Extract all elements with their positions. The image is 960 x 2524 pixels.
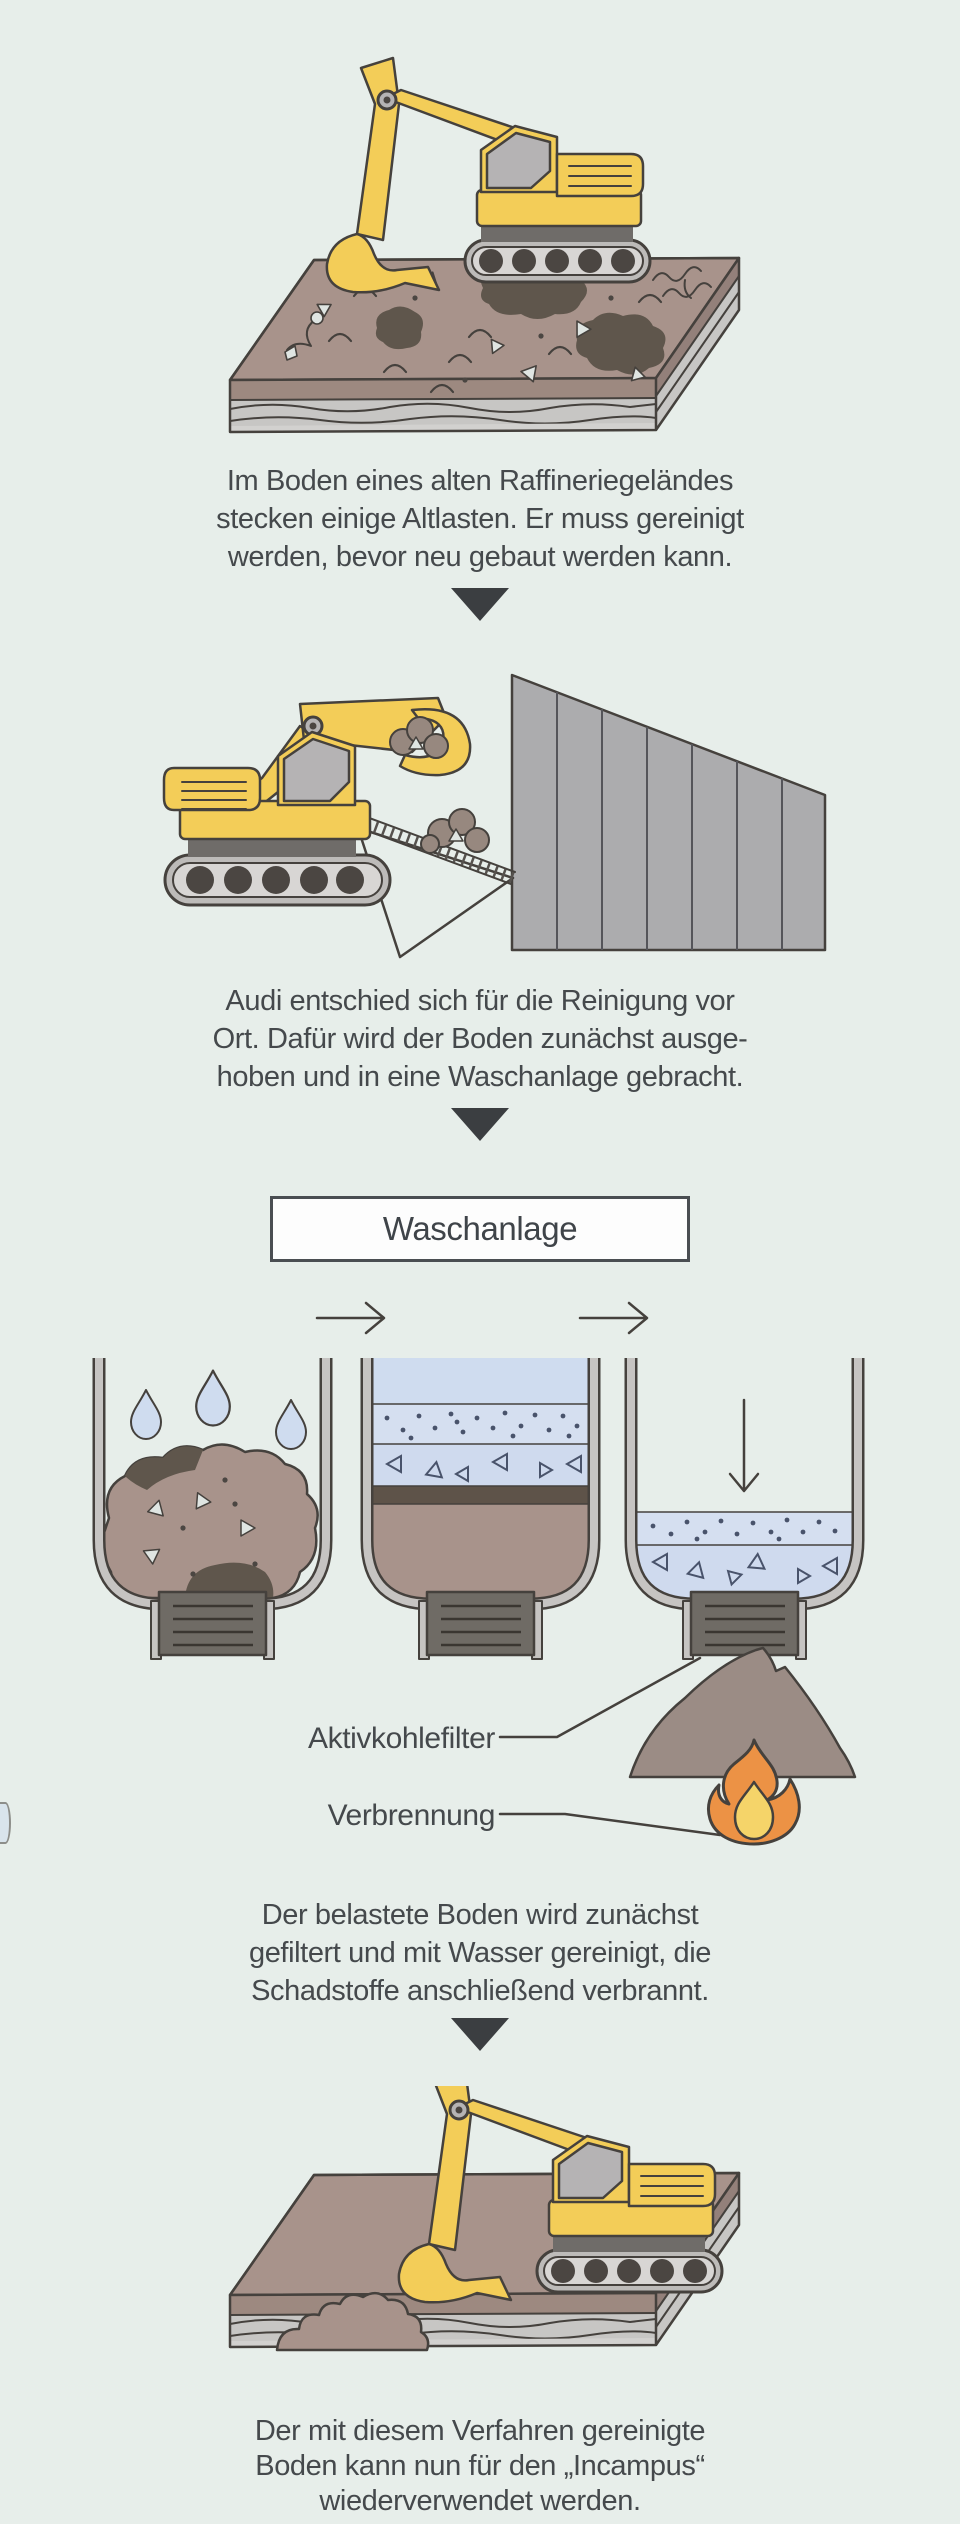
right-arrow-icon xyxy=(578,1301,649,1335)
caption-line: Boden kann nun für den „Incampus“ xyxy=(255,2450,705,2482)
thin-down-arrow-icon xyxy=(728,1398,760,1493)
down-arrow-icon xyxy=(451,2018,509,2051)
illustration-washing-process xyxy=(60,1301,900,1846)
down-arrow-icon xyxy=(451,588,509,621)
soil-lump-on-conveyor xyxy=(420,808,490,854)
clean-soil-mound xyxy=(275,2291,430,2352)
burning-pointer-line xyxy=(498,1812,722,1837)
caption-line: stecken einige Altlasten. Er muss gerein… xyxy=(216,503,744,535)
sediment-triangles xyxy=(650,1552,838,1587)
caption-line: hoben und in eine Waschanlage gebracht. xyxy=(216,1061,744,1093)
caption-excavation: Audi entschied sich für die Reinigung vo… xyxy=(0,982,960,1096)
washing-plant-title: Waschanlage xyxy=(382,1210,578,1247)
washing-plant-title-box: Waschanlage xyxy=(270,1196,690,1262)
down-arrow-icon xyxy=(451,1108,509,1141)
fire-icon xyxy=(706,1738,801,1846)
caption-line: Ort. Dafür wird der Boden zunächst ausge… xyxy=(212,1023,748,1055)
illustration-contaminated-site xyxy=(228,56,741,434)
cropped-drop-artifact xyxy=(0,1802,11,1844)
illustration-clean-site xyxy=(228,2086,741,2352)
label-activated-carbon-filter: Aktivkohlefilter xyxy=(150,1722,495,1756)
water-drop-icon xyxy=(130,1369,307,1450)
filter-pointer-line xyxy=(498,1656,702,1739)
soil-lump-in-bucket xyxy=(389,716,449,759)
caption-line: gefiltert und mit Wasser gereinigt, die xyxy=(248,1937,712,1969)
vessel-settling xyxy=(367,1358,594,1659)
illustration-excavation-to-plant xyxy=(162,673,827,959)
label-text: Verbrennung xyxy=(327,1799,496,1832)
caption-line: Der mit diesem Verfahren gereinigte xyxy=(254,2415,706,2447)
caption-reuse: Der mit diesem Verfahren gereinigte Bode… xyxy=(0,2414,960,2519)
vessel-filtered xyxy=(631,1358,858,1659)
caption-line: wiederverwendet werden. xyxy=(319,2485,641,2517)
caption-line: Audi entschied sich für die Reinigung vo… xyxy=(225,985,735,1017)
weed-squiggles xyxy=(652,266,712,299)
excavator-tracks xyxy=(163,853,392,907)
right-arrow-icon xyxy=(315,1301,386,1335)
vessel-washing xyxy=(99,1358,326,1659)
caption-line: Schadstoffe anschließend verbrannt. xyxy=(251,1975,709,2007)
caption-contaminated-site: Im Boden eines alten Raffineriegeländes … xyxy=(0,462,960,576)
caption-washing-process: Der belastete Boden wird zunächst gefilt… xyxy=(0,1896,960,2010)
soil-clump xyxy=(104,1443,319,1599)
flower-icon xyxy=(284,311,324,361)
sediment-dots xyxy=(384,1410,580,1441)
sediment-dots xyxy=(650,1517,838,1542)
excavator-body xyxy=(162,730,372,841)
caption-line: werden, bevor neu gebaut werden kann. xyxy=(227,541,733,573)
caption-line: Der belastete Boden wird zunächst xyxy=(261,1899,699,1931)
contaminant-mound xyxy=(628,1646,857,1779)
excavator xyxy=(162,696,472,907)
sediment-triangles xyxy=(384,1452,582,1483)
label-text: Aktivkohlefilter xyxy=(307,1722,495,1755)
caption-line: Im Boden eines alten Raffineriegeländes xyxy=(226,465,734,497)
washing-plant-building xyxy=(510,673,827,952)
excavator-cab-window xyxy=(282,737,351,803)
label-burning: Verbrennung xyxy=(150,1799,496,1833)
